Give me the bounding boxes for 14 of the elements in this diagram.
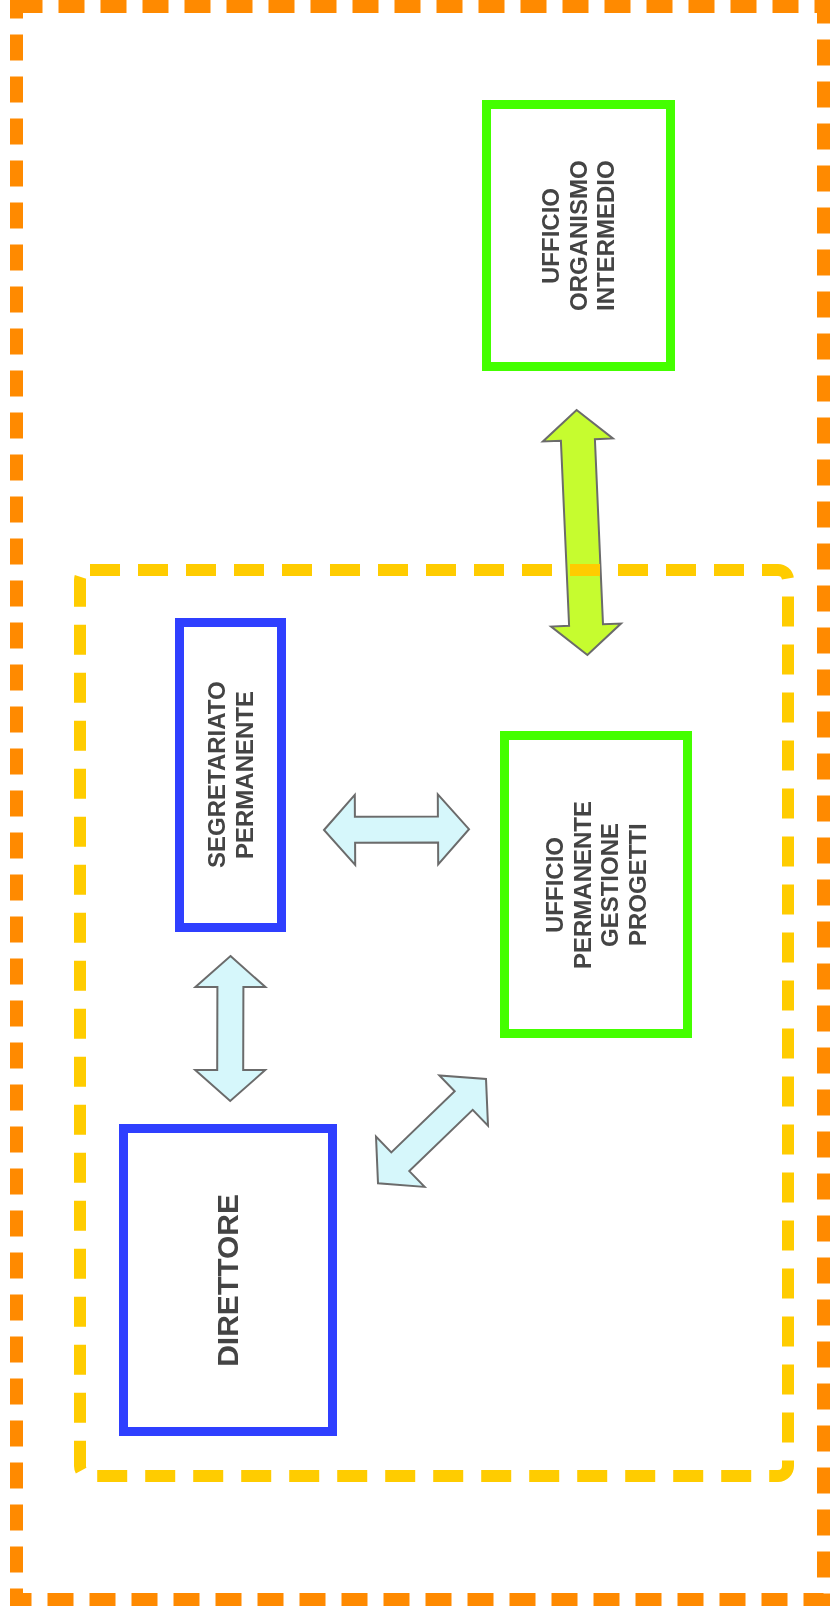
org-box	[175, 618, 286, 932]
double-arrow	[322, 791, 471, 868]
box-label: UFFICIO ORGANISMO INTERMEDIO	[537, 159, 620, 313]
double-arrow	[374, 1074, 490, 1189]
box-label: DIRETTORE	[210, 1193, 245, 1367]
double-arrow	[192, 954, 269, 1103]
box-label: SEGRETARIATO PERMANENTE	[202, 680, 259, 871]
double-arrow	[540, 408, 624, 657]
org-box	[482, 100, 675, 371]
org-box	[119, 1124, 337, 1436]
box-label: UFFICIO PERMANENTE GESTIONE PROGETTI	[540, 799, 652, 971]
org-box	[500, 731, 692, 1038]
dashed-frame	[74, 564, 794, 1482]
dashed-frame	[10, 0, 830, 1606]
